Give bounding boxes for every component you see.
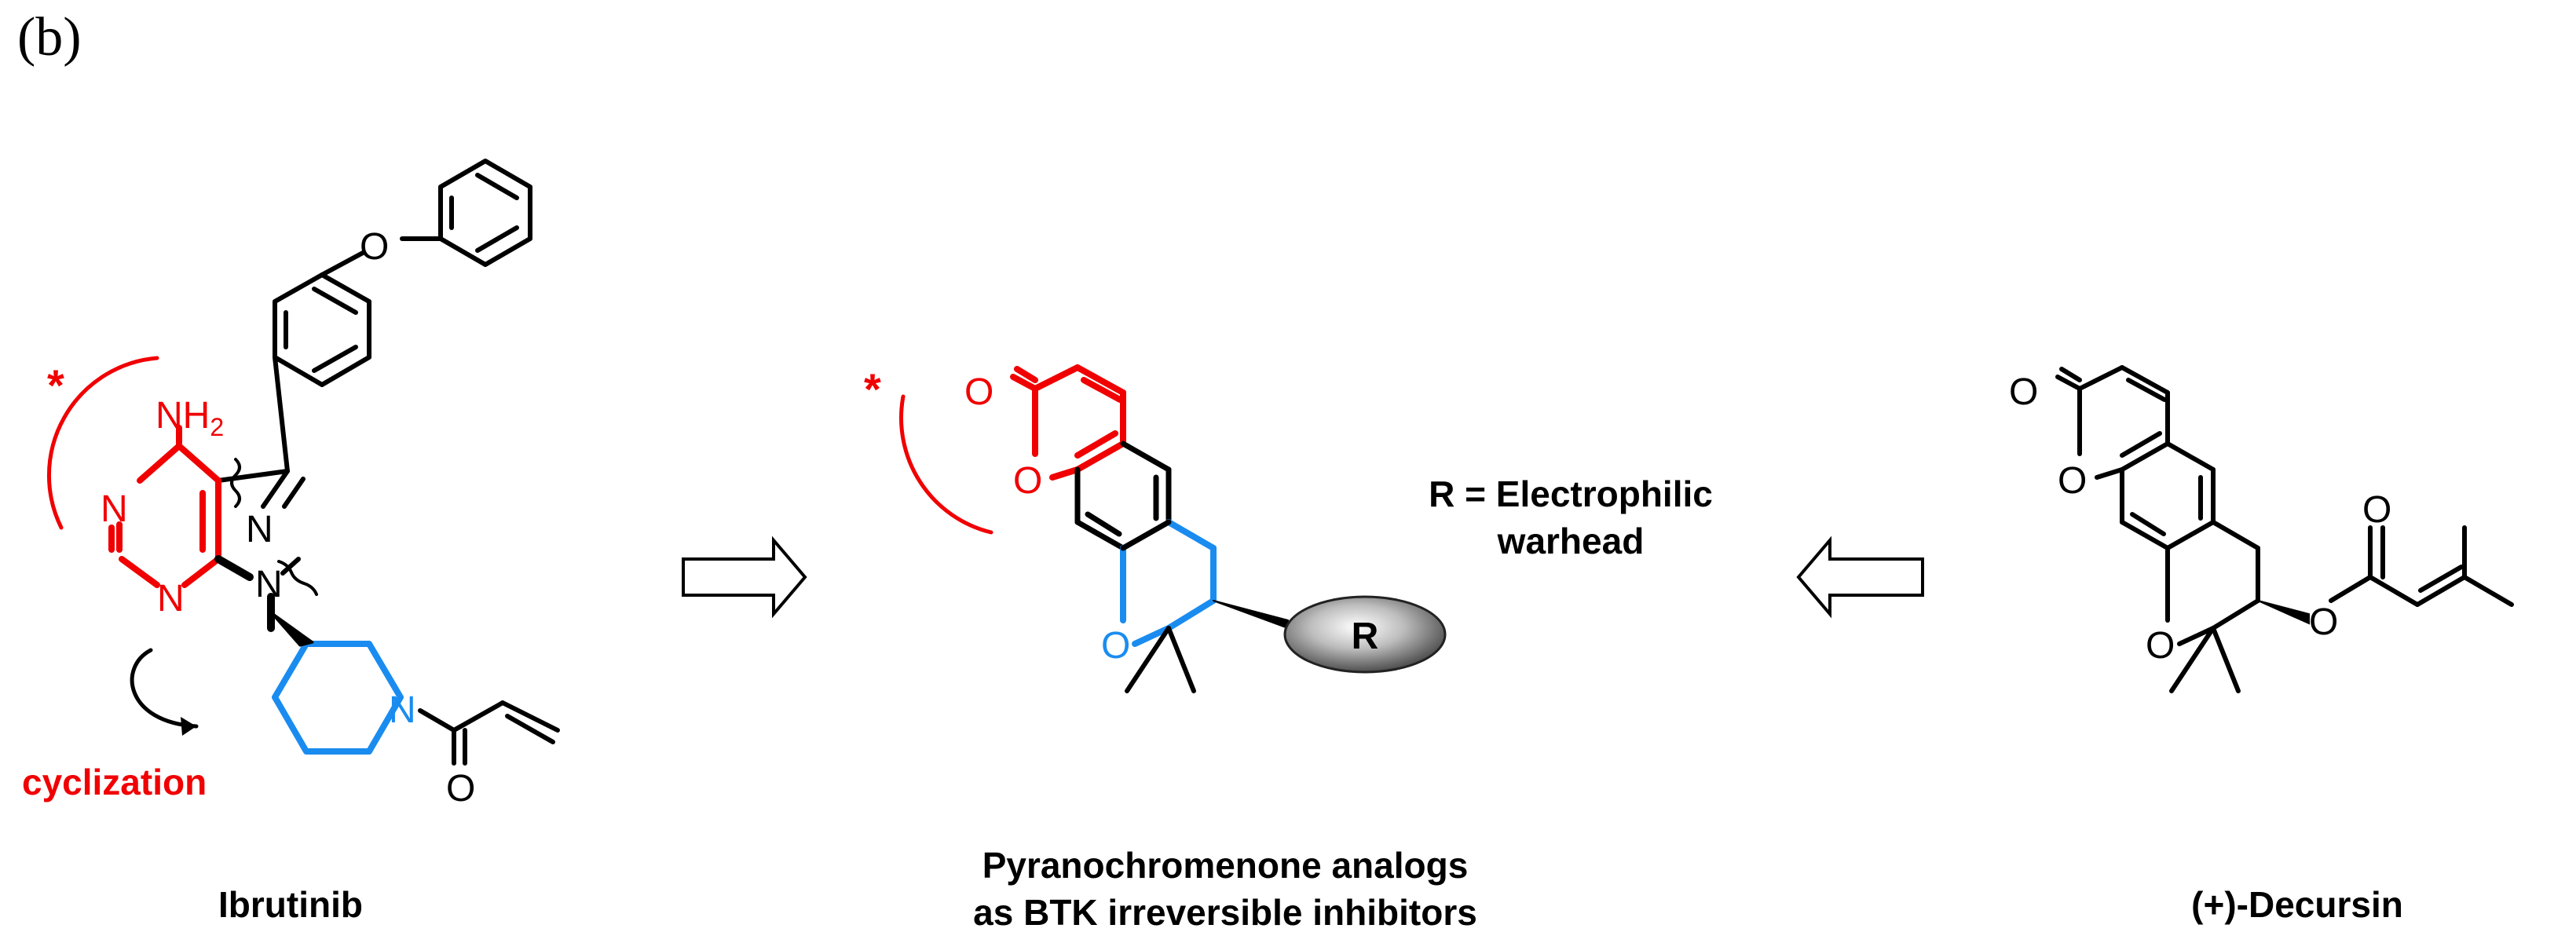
decursin-pyran-o-label: O — [2146, 625, 2175, 667]
r-description-line1: R = Electrophilic — [1429, 473, 1713, 514]
analog-pyran-o-label: O — [1101, 625, 1130, 667]
panel-label: (b) — [17, 7, 82, 68]
pyran-ring — [1120, 519, 1217, 647]
decursin-caption: (+)-Decursin — [2191, 884, 2403, 925]
benzene-ring — [1074, 440, 1172, 551]
pyranochromenone-structure — [899, 364, 1289, 693]
analog-caption-line2: as BTK irreversible inhibitors — [973, 892, 1477, 933]
ibrutinib-star: * — [47, 360, 64, 410]
r-group-ellipse — [1283, 595, 1447, 674]
decursin-structure — [2055, 365, 2514, 693]
nh2-label: NH2 — [156, 395, 224, 441]
pyrimidine-n1-label: N — [101, 488, 128, 530]
decursin-ester-carbonyl-o-label: O — [2362, 489, 2391, 531]
phenoxy-phenyl-ring — [438, 159, 532, 267]
r-group-label: R — [1352, 616, 1379, 657]
ibrutinib-structure — [46, 159, 560, 766]
analog-carbonyl-o-label: O — [964, 371, 993, 413]
pyranone-ring — [1010, 364, 1126, 481]
analog-lactone-o-label: O — [1013, 460, 1042, 502]
ibrutinib-caption: Ibrutinib — [218, 884, 363, 925]
pyrazole-n1-label: N — [246, 509, 273, 550]
decursin-carbonyl-o-label: O — [2009, 371, 2038, 413]
decursin-ester-o-label: O — [2309, 601, 2338, 643]
decursin-lactone-o-label: O — [2058, 460, 2087, 502]
piperidine-n-label: N — [389, 689, 416, 731]
pyrimidine-n2-label: N — [157, 578, 185, 620]
r-description-line2: warhead — [1497, 521, 1645, 561]
analog-star: * — [864, 364, 881, 414]
ether-o-label: O — [360, 226, 389, 268]
decursin-wedge — [2257, 600, 2310, 625]
retro-arrow-right — [682, 535, 807, 619]
central-phenyl-ring — [273, 272, 371, 387]
pyrimidine-ring — [108, 425, 221, 588]
cyclization-label: cyclization — [22, 762, 207, 802]
pyrazole-n2-label: N — [255, 564, 283, 605]
amide-o-label: O — [446, 768, 475, 810]
piperidine-ring — [272, 641, 404, 755]
analog-caption-line1: Pyranochromenone analogs — [982, 845, 1469, 886]
retro-arrow-left — [1796, 535, 1924, 619]
